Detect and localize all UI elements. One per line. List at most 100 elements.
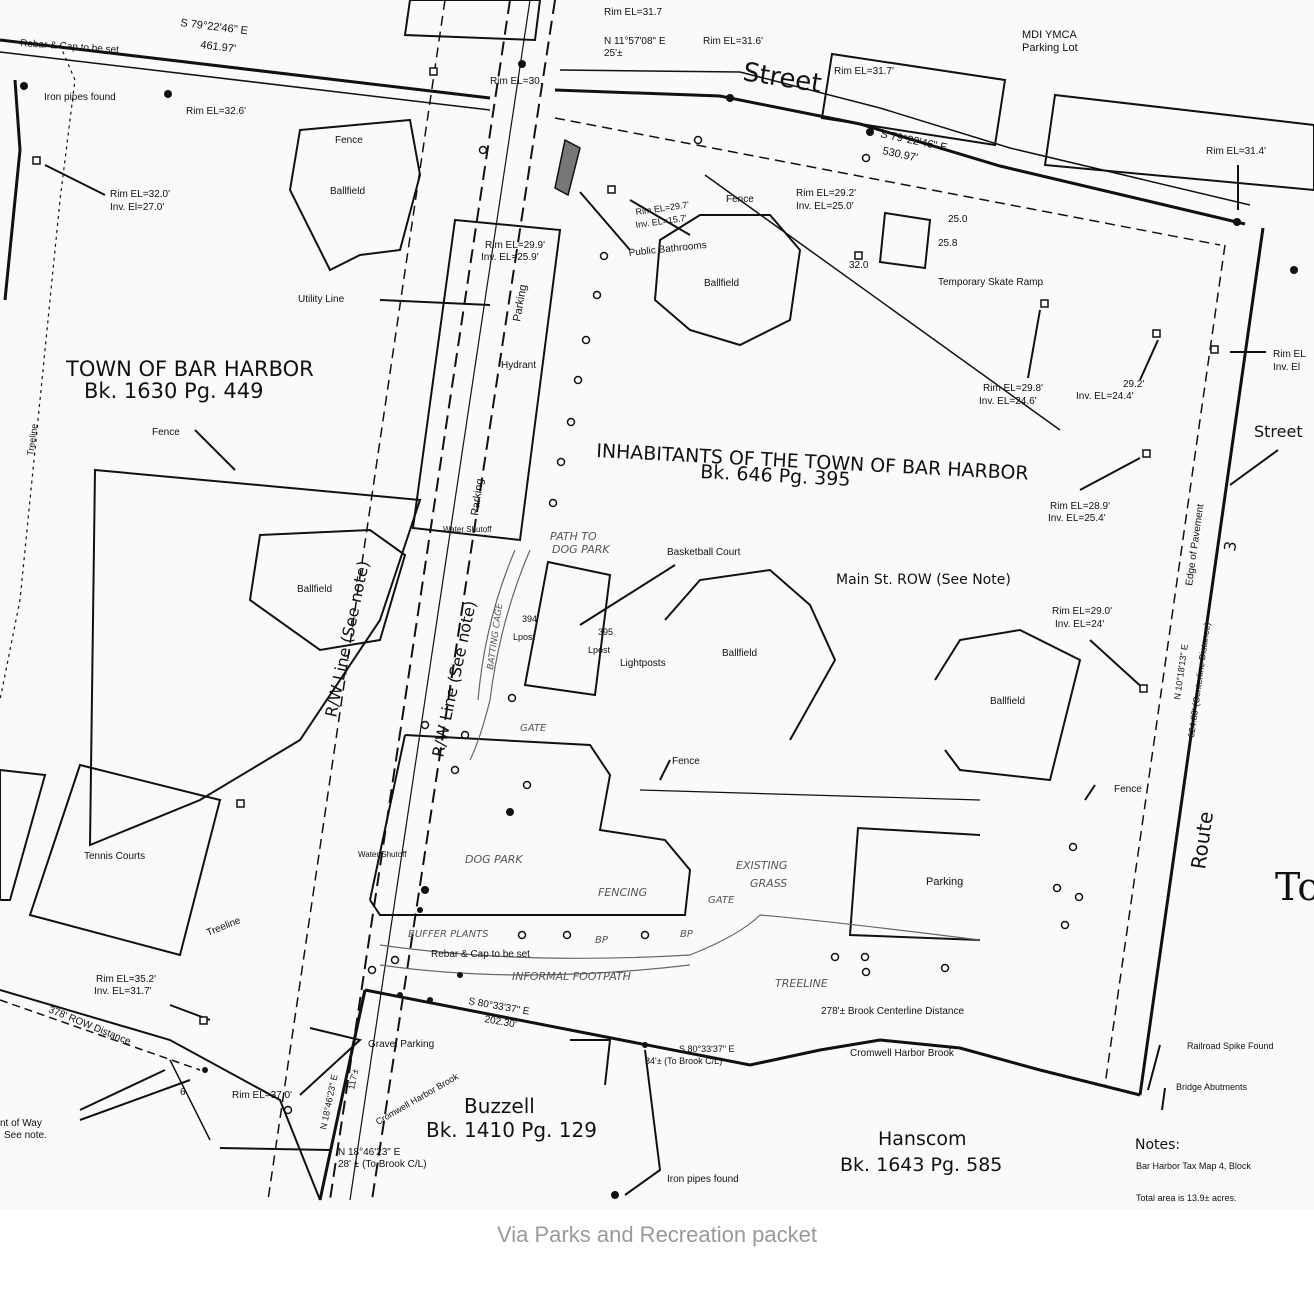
label-treeline-hand: TREELINE [775, 977, 828, 990]
label-buzzell: Buzzell [464, 1094, 535, 1118]
label-treeline-left: Treeline [25, 423, 39, 456]
label-gate-1: GATE [520, 723, 547, 734]
label-buffer-plants: BUFFER PLANTS [408, 929, 489, 940]
label-mdi-ymca: MDI YMCA [1022, 29, 1077, 41]
label-rim-31-7-top: Rim EL=31.7 [604, 7, 663, 18]
label-main-st-row: Main St. ROW (See Note) [836, 572, 1011, 588]
label-rim-28-9: Rim EL=28.9' [1050, 501, 1110, 512]
label-v6: 6 [180, 1087, 186, 1098]
label-water-shutoff-1: Water Shutoff [443, 525, 492, 534]
label-rim-32-6: Rim EL=32.6' [186, 106, 246, 117]
label-inv-24: Inv. EL=24' [1055, 619, 1104, 630]
label-rim-32-0: Rim EL=32.0' [110, 189, 170, 200]
label-inv-24-6: Inv. EL=24.6' [979, 396, 1037, 407]
label-basketball: Basketball Court [667, 547, 741, 558]
label-inv-25-0: Inv. EL=25.0' [796, 201, 854, 212]
label-rim-31-7: Rim EL=31.7' [834, 66, 894, 77]
label-lpost-1: Lpost [513, 632, 536, 642]
label-iron-pipes-top: Iron pipes found [44, 92, 116, 103]
label-rim-31-4: Rim EL=31.4' [1206, 146, 1266, 157]
label-hanscom: Hanscom [878, 1128, 966, 1150]
label-rim-29-0: Rim EL=29.0' [1052, 606, 1112, 617]
label-hanscom-book: Bk. 1643 Pg. 585 [840, 1154, 1002, 1176]
label-rim-29-9: Rim EL=29.9' [485, 240, 545, 251]
survey-plan-map: Street MDI YMCA Parking Lot Rim EL=31.7 … [0, 0, 1314, 1203]
label-utility-line: Utility Line [298, 294, 345, 305]
label-h25-8: 25.8 [938, 238, 958, 249]
label-ballfield-4: Ballfield [722, 648, 757, 659]
label-bearing-n18-2-dist: 28' ± (To Brook C/L) [338, 1159, 427, 1170]
label-railroad-spike: Railroad Spike Found [1187, 1041, 1274, 1051]
label-bearing-11: N 11°57'08" E [604, 36, 666, 47]
label-inv-31-7: Inv. EL=31.7' [94, 986, 152, 997]
label-rim-35-2: Rim EL=35.2' [96, 974, 156, 985]
label-right-of-way-2: See note. [4, 1130, 47, 1141]
label-water-shutoff-2: Water Shutoff [358, 850, 407, 859]
label-fence-3: Fence [152, 427, 180, 438]
label-lightposts: Lightposts [620, 658, 666, 669]
label-fence-5: Fence [1114, 784, 1142, 795]
survey-plan-drawing: Street MDI YMCA Parking Lot Rim EL=31.7 … [0, 0, 1314, 1203]
label-v117: 117'± [346, 1068, 360, 1091]
label-gate-2: GATE [708, 895, 735, 906]
label-bp-1: BP [595, 935, 609, 946]
linework [0, 0, 1314, 1201]
label-street-right: Street [1254, 422, 1303, 441]
label-bp-2: BP [680, 929, 694, 940]
label-ballfield-5: Ballfield [990, 696, 1025, 707]
label-rebar-cap-bottom: Rebar & Cap to be set [431, 949, 530, 960]
label-path-to-dog-park-1: PATH TO [550, 530, 597, 543]
label-inv-27-0: Inv. El=27.0' [110, 202, 164, 213]
label-ballfield-2: Ballfield [704, 278, 739, 289]
label-inv-24-4: Inv. EL=24.4' [1076, 391, 1134, 402]
label-route-num: 3 [1220, 540, 1240, 553]
label-bearing-s80-2: S 80°33'37" E [679, 1044, 735, 1054]
label-inv-25-4: Inv. EL=25.4' [1048, 513, 1106, 524]
label-fencing: FENCING [598, 886, 647, 899]
label-parking-lot: Parking Lot [1022, 42, 1078, 54]
label-town-title: TOWN OF BAR HARBOR [65, 357, 314, 381]
label-existing-grass-2: GRASS [750, 877, 787, 890]
label-right-of-way-1: nt of Way [0, 1118, 42, 1129]
label-bearing-s80-2-dist: 84'± (To Brook C/L) [645, 1056, 722, 1066]
label-h29-2: 29.2' [1123, 379, 1144, 390]
survey-points [20, 60, 1298, 1199]
label-fence-4: Fence [672, 756, 700, 767]
label-iron-pipes-bottom: Iron pipes found [667, 1174, 739, 1185]
label-note-tax-map: Bar Harbor Tax Map 4, Block [1136, 1161, 1251, 1171]
image-caption: Via Parks and Recreation packet [497, 1222, 817, 1247]
label-note-area: Total area is 13.9± acres. [1136, 1193, 1237, 1203]
label-bridge-abutments: Bridge Abutments [1176, 1082, 1248, 1092]
label-skate-ramp: Temporary Skate Ramp [938, 277, 1043, 288]
survey-markers [32, 67, 1219, 1025]
bathrooms-building [554, 138, 581, 197]
label-bearing-79-left-dist: 461.97' [200, 39, 237, 55]
label-lpost-2: Lpost [588, 645, 611, 655]
label-rim-37-0: Rim EL=37.0' [232, 1090, 292, 1101]
label-to-partial: To [1275, 865, 1314, 909]
label-bearing-n18-2: N 18°46'23" E [338, 1147, 401, 1158]
label-town-book: Bk. 1630 Pg. 449 [84, 379, 263, 403]
label-buzzell-book: Bk. 1410 Pg. 129 [426, 1118, 597, 1142]
label-ballfield-1: Ballfield [330, 186, 365, 197]
label-existing-grass-1: EXISTING [736, 859, 787, 872]
label-brook-centerline: 278'± Brook Centerline Distance [821, 1006, 964, 1017]
label-rim-31-6: Rim EL=31.6' [703, 36, 763, 47]
label-rim-29-8: Rim EL=29.8' [983, 383, 1043, 394]
label-inv-25-9: Inv. EL=25.9' [481, 252, 539, 263]
label-gravel-parking: Gravel Parking [368, 1039, 434, 1050]
label-fence-1: Fence [335, 135, 363, 146]
label-notes: Notes: [1135, 1137, 1180, 1153]
label-path-to-dog-park-2: DOG PARK [552, 543, 610, 556]
label-v395: 395 [598, 627, 613, 637]
label-cromwell-brook-1: Cromwell Harbor Brook [850, 1048, 955, 1059]
label-rim-right-edge: Rim EL [1273, 349, 1306, 360]
trees [283, 135, 1084, 1115]
label-v394: 394 [522, 614, 537, 624]
label-parking-2: Parking [469, 478, 486, 517]
label-tennis: Tennis Courts [84, 851, 145, 862]
label-bearing-11-dist: 25'± [604, 48, 623, 59]
label-rim-29-2: Rim EL=29.2' [796, 188, 856, 199]
label-ballfield-3: Ballfield [297, 584, 332, 595]
label-dog-park: DOG PARK [465, 853, 523, 866]
